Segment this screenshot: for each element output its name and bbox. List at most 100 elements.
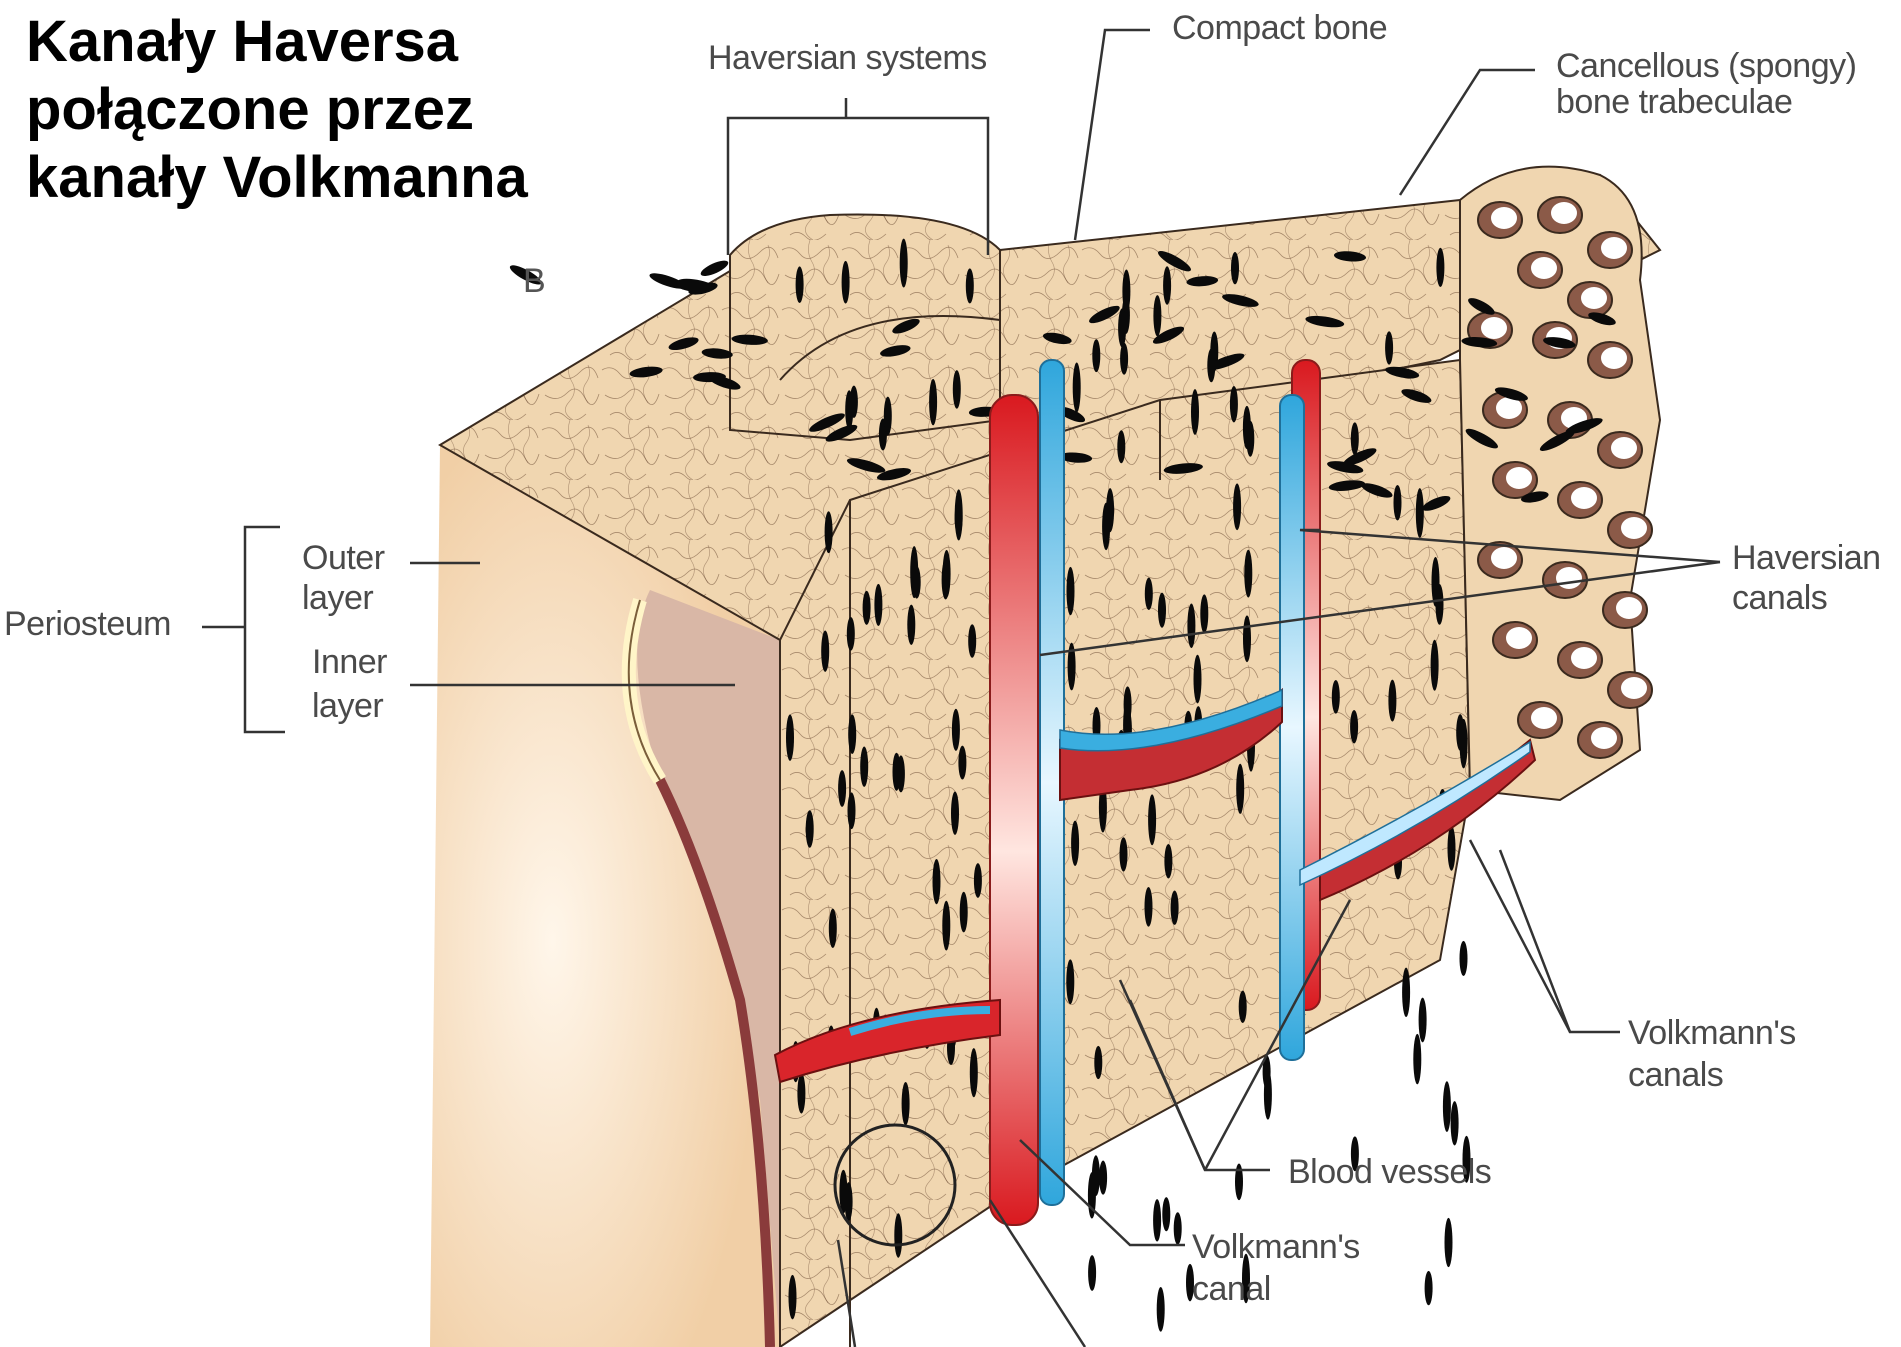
osteocyte (1246, 421, 1254, 457)
osteocyte (966, 268, 974, 303)
osteocyte (825, 511, 833, 553)
osteocyte (1099, 1161, 1107, 1195)
osteocyte (1157, 1287, 1165, 1332)
osteocyte (1158, 593, 1166, 628)
osteocyte (1448, 826, 1456, 871)
trabecula-lumen (1621, 677, 1647, 699)
osteocyte (1425, 1271, 1433, 1305)
osteocyte (960, 892, 968, 933)
osteocyte (1174, 1212, 1182, 1244)
osteocyte (1419, 998, 1427, 1043)
label-compact-bone: Compact bone (1172, 8, 1387, 48)
osteocyte (1200, 594, 1208, 633)
osteocyte (1122, 270, 1130, 313)
label-haversian-canals: Haversian canals (1732, 538, 1881, 618)
osteocyte (1388, 680, 1396, 722)
osteocyte (848, 792, 856, 829)
osteocyte (806, 810, 814, 848)
label-blood-vessels: Blood vessels (1288, 1152, 1491, 1192)
osteocyte (850, 386, 858, 418)
osteocyte (874, 584, 882, 626)
osteocyte (1191, 389, 1199, 435)
osteocyte (1187, 603, 1195, 648)
osteocyte (893, 753, 901, 791)
osteocyte (1067, 567, 1075, 615)
osteocyte (942, 560, 950, 600)
osteocyte (1233, 483, 1241, 530)
osteocyte (1162, 1197, 1170, 1231)
osteocyte (796, 266, 804, 303)
osteocyte (1239, 991, 1247, 1023)
osteocyte (845, 1182, 853, 1221)
osteocyte (1148, 794, 1156, 845)
trabecula-lumen (1556, 567, 1582, 589)
osteocyte (900, 239, 908, 288)
trabecula-lumen (1491, 547, 1517, 569)
title-line-1: Kanały Haversa (26, 8, 586, 76)
osteocyte (1171, 891, 1179, 925)
osteocyte (933, 859, 941, 904)
trabecula-lumen (1531, 257, 1557, 279)
label-inner-layer: Inner layer (312, 640, 387, 728)
osteocyte (942, 901, 950, 951)
osteocyte (1231, 252, 1239, 284)
osteocyte (1120, 343, 1128, 375)
trabecula-lumen (1601, 347, 1627, 369)
osteocyte (786, 714, 794, 760)
osteocyte (1164, 844, 1172, 878)
osteocyte (829, 909, 837, 948)
title-line-3: kanały Volkmanna (26, 144, 586, 212)
osteocyte (1436, 248, 1444, 287)
osteocyte (1243, 615, 1251, 662)
osteocyte (884, 397, 892, 436)
osteocyte (974, 863, 982, 898)
trabecula-lumen (1581, 287, 1607, 309)
osteocyte (953, 370, 961, 409)
trabecula-lumen (1506, 627, 1532, 649)
label-volkmanns-canals: Volkmann's canals (1628, 1012, 1796, 1096)
osteocyte (1402, 968, 1410, 1017)
trabecula-lumen (1481, 317, 1507, 339)
osteocyte (1071, 821, 1079, 866)
osteocyte (1163, 266, 1171, 304)
trabecula-lumen (1491, 207, 1517, 229)
osteocyte (842, 261, 850, 304)
osteocyte (958, 746, 966, 780)
osteocyte (1443, 1081, 1451, 1132)
osteocyte (1066, 959, 1074, 1004)
osteocyte (863, 591, 871, 625)
osteocyte (847, 617, 855, 651)
osteocyte (1118, 308, 1126, 347)
osteocyte (1117, 430, 1125, 463)
osteocyte (929, 379, 937, 425)
osteocyte (1385, 331, 1393, 364)
osteocyte (894, 1213, 902, 1257)
osteocyte (951, 792, 959, 835)
osteocyte (1460, 719, 1468, 768)
label-haversian-systems: Haversian systems (708, 38, 987, 78)
osteocyte (797, 1073, 805, 1114)
trabecula-lumen (1571, 487, 1597, 509)
label-periosteum: Periosteum (4, 604, 171, 644)
osteocyte (821, 631, 829, 672)
label-cancellous-bone: Cancellous (spongy) bone trabeculae (1556, 48, 1856, 120)
osteocyte (1088, 1255, 1096, 1291)
osteocyte (1194, 655, 1202, 704)
osteocyte (1244, 550, 1252, 598)
osteocyte (789, 1275, 797, 1319)
osteocyte (1230, 386, 1238, 422)
osteocyte (1092, 339, 1100, 372)
osteocyte (838, 770, 846, 807)
label-outer-layer: Outer layer (302, 538, 385, 618)
osteocyte (970, 1048, 978, 1097)
osteocyte (1445, 1218, 1453, 1267)
osteocyte (1145, 887, 1153, 927)
trabecula-lumen (1506, 467, 1532, 489)
osteocyte (1451, 1101, 1459, 1145)
trabecula-lumen (1531, 707, 1557, 729)
osteocyte (1120, 837, 1128, 871)
osteocyte (1153, 1199, 1161, 1242)
trabecula-lumen (1616, 597, 1642, 619)
osteocyte (902, 1082, 910, 1125)
